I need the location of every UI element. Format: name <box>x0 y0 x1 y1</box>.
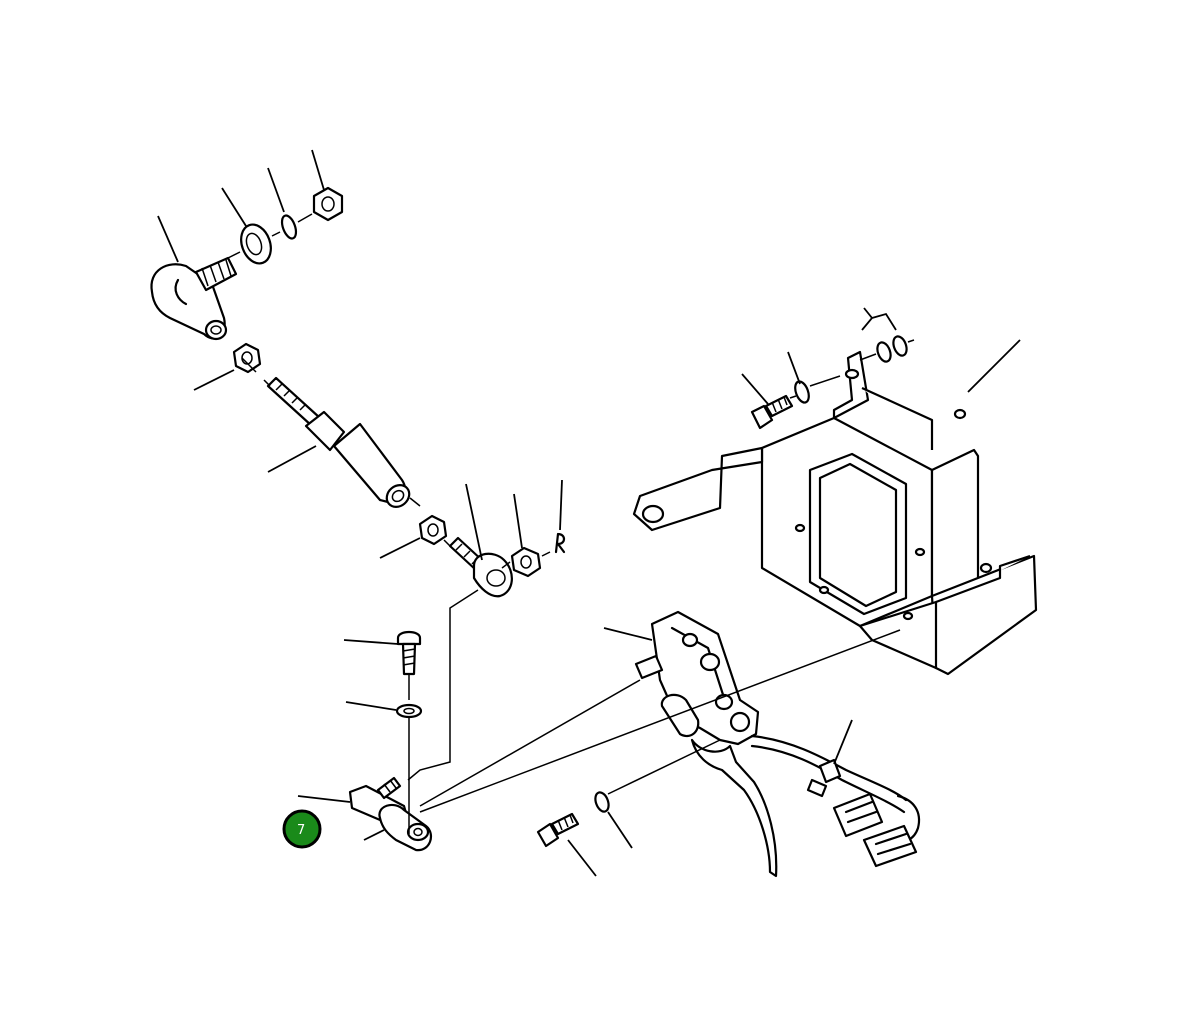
bracket-washer <box>794 380 810 404</box>
upper-ball-joint <box>150 256 238 341</box>
jam-nut-lower <box>418 514 448 546</box>
switch-screw <box>536 812 580 848</box>
item-number-badge: 7 <box>282 809 322 849</box>
mounting-bracket <box>632 350 1038 676</box>
switch-assembly <box>634 610 778 878</box>
adjusting-rod <box>266 376 411 508</box>
wire-harness <box>750 734 921 868</box>
lever-screw <box>396 630 422 676</box>
bracket-washer-pair <box>876 335 908 363</box>
leader-lines <box>157 149 1021 877</box>
switch-washer <box>594 791 610 813</box>
upper-spacer-washer <box>240 223 272 265</box>
lower-rod-end <box>448 536 513 598</box>
upper-lock-washer <box>280 214 298 240</box>
actuating-lever <box>348 776 433 852</box>
badge-label: 7 <box>297 823 305 838</box>
alignment-lines <box>227 213 915 834</box>
lever-washer <box>395 703 423 719</box>
badge-circle <box>282 809 322 849</box>
upper-nut <box>312 186 344 222</box>
jam-nut-upper <box>232 342 262 374</box>
bracket-bolt <box>750 394 794 430</box>
lower-nut <box>510 546 542 578</box>
r-clip-pin <box>554 532 566 554</box>
